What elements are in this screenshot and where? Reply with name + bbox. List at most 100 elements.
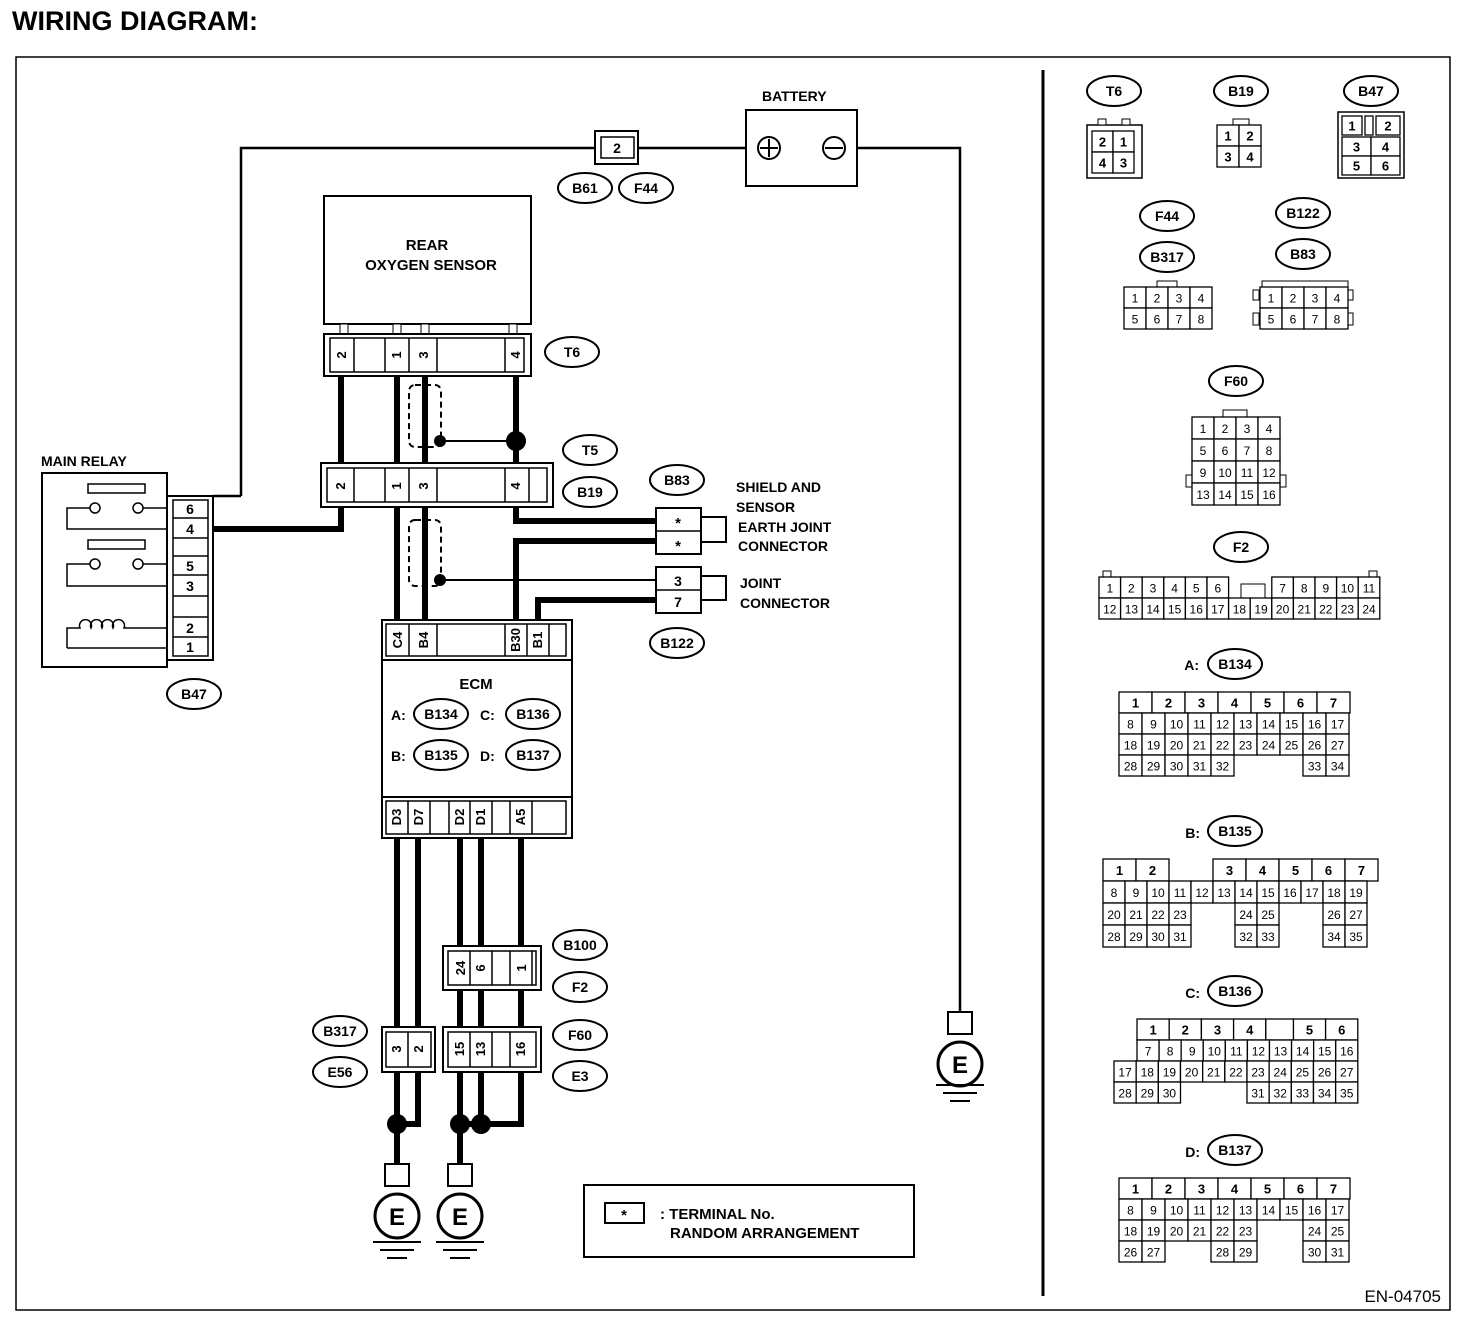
pin-number: 8 [1266,444,1273,458]
shield-label: SENSOR [736,499,795,515]
pin-number: 17 [1211,603,1225,617]
pin-number: 22 [1216,1225,1230,1239]
svg-text:B134: B134 [1218,656,1252,672]
pin-number: 17 [1305,886,1319,900]
pin-number: 7 [1330,1182,1337,1197]
relay-pin: 1 [186,639,194,655]
pin-number: 1 [1200,422,1207,436]
t5-pin: 3 [416,482,431,489]
pin-number: 3 [1150,582,1157,596]
pin-number: 8 [1127,1204,1134,1218]
pin-number: 2 [1290,292,1297,306]
t6-pin: 3 [416,351,431,358]
pin-number: 18 [1124,739,1138,753]
pin-number: 4 [1246,1023,1254,1038]
connector-view-tag: B317 [1139,241,1195,273]
pin-number: 2 [1165,1182,1172,1197]
svg-text:B135: B135 [1218,823,1252,839]
tag-f2: F2 [552,971,608,1003]
pin-number: 9 [1200,466,1207,480]
joint-pin: 3 [674,573,682,589]
connector-view-tag: F2 [1213,531,1269,563]
figure-id: EN-04705 [1364,1287,1441,1306]
pin-number: 26 [1318,1066,1332,1080]
pin-number: 8 [1198,313,1205,327]
pin-number: 8 [1334,313,1341,327]
pin-number: 16 [1308,718,1322,732]
pin-number: 10 [1341,582,1355,596]
pin-number: 3 [1214,1023,1221,1038]
pin-number: 21 [1193,739,1207,753]
tag-b47: B47 [166,678,222,710]
pin-number: 16 [1190,603,1204,617]
pin-number: 7 [1279,582,1286,596]
pin-number: 28 [1107,930,1121,944]
pin-number: 16 [1308,1204,1322,1218]
pin-number: 12 [1195,886,1209,900]
ecm-pin: D1 [473,809,488,826]
ecm: C4 B4 B30 B1 ECM A: B134 C: B136 B: B135… [381,619,573,839]
ecm-conn-prefix: C: [480,707,495,723]
svg-text:B47: B47 [1358,83,1384,99]
b317-pin: 2 [411,1045,426,1052]
pin-number: 7 [1330,696,1337,711]
pin-number: 22 [1216,739,1230,753]
pin-number: 19 [1254,603,1268,617]
pin-number: 25 [1331,1225,1345,1239]
svg-text:F2: F2 [1233,539,1250,555]
connector-tags: B61 F44 T6 T5 B19 B83 B122 B47 B100 F2 B… [166,172,705,1092]
pin-number: 24 [1262,739,1276,753]
pin-number: 4 [1382,140,1390,155]
svg-text:B136: B136 [1218,983,1252,999]
fuse-connector: 2 [594,130,639,165]
pin-number: 12 [1252,1045,1266,1059]
pin-number: 19 [1163,1066,1177,1080]
connector-view-tag: B137 [1207,1134,1263,1166]
pin-number: 19 [1349,886,1363,900]
pin-number: 22 [1151,908,1165,922]
ecm-conn-prefix: B: [391,748,406,764]
pin-number: 33 [1308,760,1322,774]
pin-number: 12 [1103,603,1117,617]
pin-number: 9 [1150,1204,1157,1218]
pin-number: 19 [1147,1225,1161,1239]
rear-o2-label-1: REAR [406,237,449,254]
pin-number: 10 [1170,1204,1184,1218]
tag-f60: F60 [552,1019,608,1051]
pin-number: 4 [1171,582,1178,596]
svg-text:B61: B61 [572,180,598,196]
pin-number: 22 [1319,603,1333,617]
t5-connector-strip: 2 1 3 4 [320,462,554,508]
svg-text:T6: T6 [564,344,581,360]
svg-text:B100: B100 [563,937,597,953]
pin-number: 27 [1340,1066,1354,1080]
pin-number: 20 [1185,1066,1199,1080]
ecm-conn-code: B135 [424,747,458,763]
pin-number: 33 [1296,1087,1310,1101]
relay-pin: 4 [186,521,194,537]
pin-number: 4 [1266,422,1273,436]
tag-e3: E3 [552,1060,608,1092]
svg-text:F60: F60 [568,1027,592,1043]
pin-number: 3 [1176,292,1183,306]
pin-number: 1 [1132,292,1139,306]
pin-number: 7 [1312,313,1319,327]
pin-number: 5 [1353,159,1360,174]
pin-number: 15 [1240,488,1254,502]
pin-number: 24 [1362,603,1376,617]
pin-number: 3 [1244,422,1251,436]
pin-number: 24 [1308,1225,1322,1239]
pin-number: 26 [1308,739,1322,753]
b100-pin: 1 [514,964,529,971]
pin-number: 11 [1174,886,1187,900]
pin-number: 28 [1118,1087,1132,1101]
pin-number: 1 [1116,863,1123,878]
pin-number: 9 [1322,582,1329,596]
shield-earth-joint-connector: * * SHIELD AND SENSOR EARTH JOINT CONNEC… [655,479,832,555]
pin-number: 30 [1170,760,1184,774]
pin-number: 10 [1170,718,1184,732]
